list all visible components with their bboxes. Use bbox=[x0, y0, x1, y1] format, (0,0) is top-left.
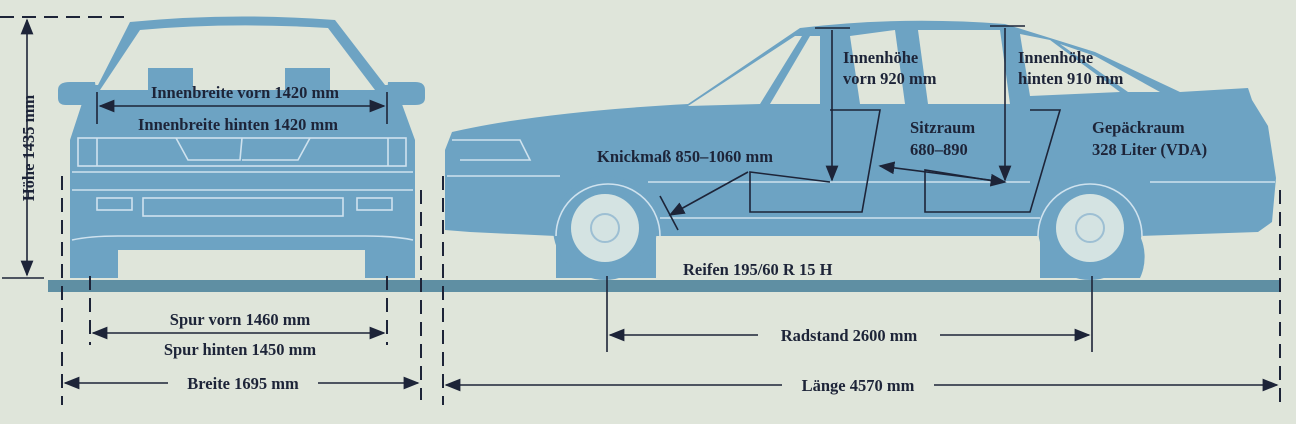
front-dimension-lines bbox=[0, 16, 422, 405]
height-label: Höhe 1435 mm bbox=[19, 95, 38, 202]
interior-outline bbox=[659, 25, 1062, 231]
tires-label: Reifen 195/60 R 15 H bbox=[683, 260, 833, 279]
headroom-rear-label-line2: hinten 910 mm bbox=[1018, 69, 1124, 88]
front-view-car bbox=[58, 16, 425, 278]
track-front-label: Spur vorn 1460 mm bbox=[170, 310, 311, 329]
headroom-front-label-line1: Innenhöhe bbox=[843, 48, 918, 67]
side-dimension-lines bbox=[442, 176, 1281, 405]
headroom-rear-label-line1: Innenhöhe bbox=[1018, 48, 1093, 67]
interior-width-rear-label: Innenbreite hinten 1420 mm bbox=[138, 115, 338, 134]
knee-room-label: Knickmaß 850–1060 mm bbox=[597, 147, 773, 166]
width-label: Breite 1695 mm bbox=[187, 374, 299, 393]
track-rear-label: Spur hinten 1450 mm bbox=[164, 340, 317, 359]
headroom-front-label-line2: vorn 920 mm bbox=[843, 69, 937, 88]
trunk-label-line1: Gepäckraum bbox=[1092, 118, 1185, 137]
ground-line bbox=[48, 280, 1280, 292]
seat-room-label-line1: Sitzraum bbox=[910, 118, 975, 137]
seat-room-label-line2: 680–890 bbox=[910, 140, 968, 159]
length-label: Länge 4570 mm bbox=[802, 376, 915, 395]
interior-width-front-label: Innenbreite vorn 1420 mm bbox=[151, 83, 339, 102]
trunk-label-line2: 328 Liter (VDA) bbox=[1092, 140, 1207, 159]
seat-room-arrow bbox=[878, 161, 1007, 187]
knee-room-arrow bbox=[668, 171, 749, 216]
wheelbase-label: Radstand 2600 mm bbox=[781, 326, 918, 345]
